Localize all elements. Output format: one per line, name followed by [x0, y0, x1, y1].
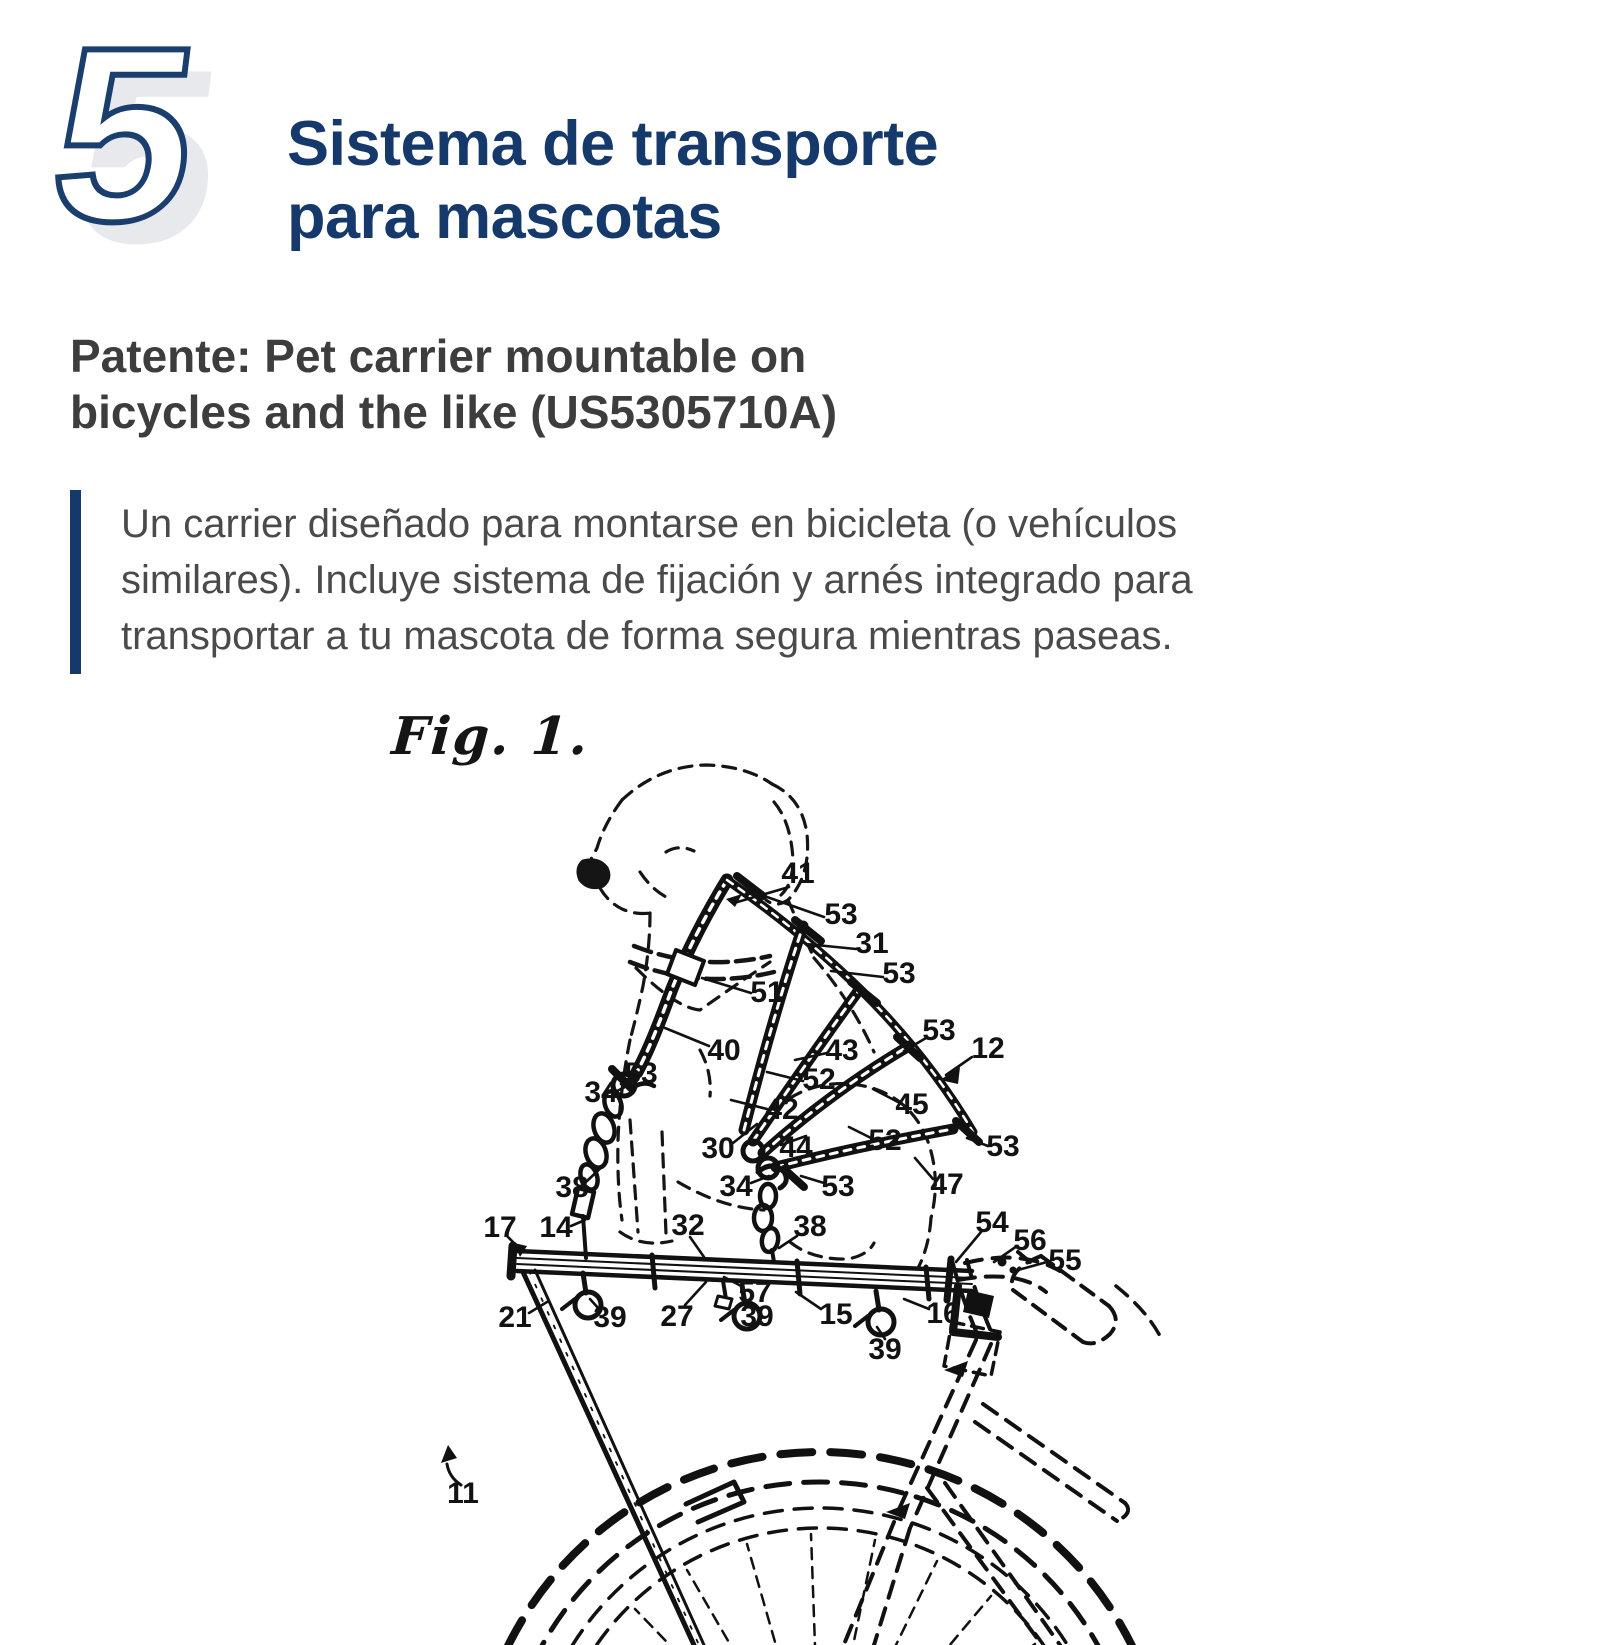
front-wheel — [504, 1448, 1136, 1645]
fig-label: 12 — [971, 1032, 1005, 1065]
fig-label: 40 — [707, 1034, 741, 1067]
fig-label: 16 — [926, 1297, 960, 1330]
front-fender — [504, 1448, 1136, 1645]
mounting-bar — [506, 1241, 1032, 1341]
fig-label: 21 — [498, 1301, 532, 1334]
fig-label: 39 — [868, 1333, 902, 1366]
fig-label: 38 — [555, 1171, 589, 1204]
fig-label: 56 — [1013, 1224, 1047, 1257]
fig-label: 41 — [781, 857, 815, 890]
fig-label: 17 — [483, 1211, 517, 1244]
fig-label: 15 — [819, 1298, 853, 1331]
bicycle-frame — [843, 1255, 1131, 1645]
fig-label: 30 — [701, 1132, 735, 1165]
fig-label: 53 — [882, 957, 916, 990]
fig-label: 53 — [986, 1130, 1020, 1163]
fig-label: 34 — [719, 1170, 753, 1203]
fig-label: 53 — [824, 898, 858, 931]
fig-label: 43 — [825, 1034, 859, 1067]
fig-label: 52 — [868, 1124, 902, 1157]
handlebar-grip — [1009, 1254, 1162, 1346]
dog-outline — [576, 763, 937, 1268]
figure-caption: Fig. 1. — [389, 706, 592, 767]
fig-label: 39 — [740, 1300, 774, 1333]
fig-label: 57 — [738, 1276, 772, 1309]
patent-subtitle: Patente: Pet carrier mountable on bicycl… — [70, 330, 838, 439]
chapter-number: 5 5 — [36, 0, 286, 295]
dog-nose — [576, 858, 611, 890]
fig-label: 55 — [1048, 1244, 1082, 1277]
fig-label: 52 — [802, 1063, 836, 1096]
fig-label: 38 — [793, 1210, 827, 1243]
fig-label: 47 — [930, 1168, 964, 1201]
fig-label: 11 — [447, 1477, 479, 1510]
wheel-spokes — [633, 1532, 1037, 1645]
fig-label: 31 — [855, 927, 889, 960]
fig-label: 53 — [624, 1057, 658, 1090]
support-strut — [520, 1268, 706, 1645]
summary-quote-text: Un carrier diseñado para montarse en bic… — [121, 502, 1193, 658]
fig-label: 53 — [821, 1170, 855, 1203]
harness-straps — [569, 872, 983, 1264]
fig-label: 32 — [671, 1209, 705, 1242]
fig-label: 39 — [593, 1301, 627, 1334]
fig-label: 14 — [539, 1211, 573, 1244]
page-title: Sistema de transporte para mascotas — [287, 109, 939, 253]
fig-label: 27 — [660, 1300, 694, 1333]
fig-label: 45 — [895, 1088, 929, 1121]
fig-label: 51 — [750, 976, 784, 1009]
fig-label: 44 — [779, 1131, 813, 1164]
fig-label: 53 — [922, 1014, 956, 1047]
fig-label: 42 — [765, 1093, 799, 1126]
leader-lines — [441, 885, 1049, 1487]
fig-label: 54 — [975, 1206, 1009, 1239]
summary-quote-block: Un carrier diseñado para montarse en bic… — [70, 490, 1370, 674]
fig-label: 34 — [584, 1076, 618, 1109]
